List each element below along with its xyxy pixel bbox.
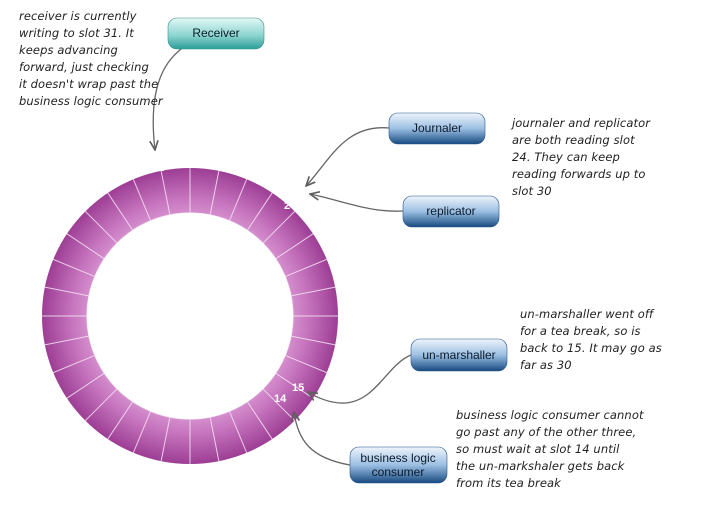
slot-divider: [66, 233, 105, 260]
slot-label-15: 15: [292, 382, 304, 394]
slot-divider: [44, 335, 90, 346]
unmarshaller-node: un-marshaller: [410, 338, 508, 372]
slot-label-31: 31: [152, 162, 164, 174]
receiver-label: Receiver: [192, 26, 239, 40]
unmarshaller-label: un-marshaller: [422, 348, 495, 362]
slot-divider: [284, 354, 327, 374]
journaler-replicator-note: journaler and replicator are both readin…: [512, 116, 651, 198]
replicator-arrow: [310, 194, 404, 212]
slot-label-14: 14: [274, 393, 287, 405]
slot-divider: [44, 286, 90, 297]
slot-divider: [160, 170, 171, 216]
replicator-node: replicator: [402, 195, 500, 228]
slot-divider: [262, 388, 296, 422]
slot-divider: [53, 354, 96, 374]
slot-divider: [262, 210, 296, 244]
replicator-label: replicator: [426, 204, 475, 218]
slot-divider: [132, 179, 152, 222]
slot-divider: [246, 401, 273, 440]
slot-divider: [228, 179, 248, 222]
slot-label-24: 24: [284, 200, 297, 212]
slot-divider: [84, 388, 118, 422]
slot-divider: [160, 416, 171, 462]
business-logic-consumer-node: business logic consumer: [349, 446, 448, 484]
business-label-line1: business logic: [360, 451, 435, 465]
unmarshaller-arrow: [308, 354, 412, 404]
ring-inner-edge: [86, 212, 294, 420]
slot-divider: [290, 286, 336, 297]
journaler-label: Journaler: [412, 121, 462, 135]
business-label-line2: consumer: [372, 465, 425, 479]
journaler-arrow: [306, 127, 390, 186]
ring-buffer: [42, 168, 338, 464]
slot-divider: [209, 170, 220, 216]
slot-divider: [84, 210, 118, 244]
journaler-node: Journaler: [388, 112, 486, 145]
slot-divider: [290, 335, 336, 346]
receiver-note: receiver is currently writing to slot 31…: [19, 9, 163, 108]
slot-divider: [246, 192, 273, 231]
slot-divider: [107, 401, 134, 440]
receiver-node: Receiver: [167, 17, 265, 50]
slot-divider: [209, 416, 220, 462]
slot-divider: [228, 410, 248, 453]
slot-dividers: [42, 168, 338, 464]
slot-divider: [275, 233, 314, 260]
unmarshaller-note: un-marshaller went off for a tea break, …: [520, 307, 662, 372]
slot-divider: [66, 372, 105, 399]
business-note: business logic consumer cannot go past a…: [456, 408, 644, 490]
slot-divider: [132, 410, 152, 453]
business-arrow: [294, 412, 351, 466]
slot-divider: [53, 258, 96, 278]
slot-divider: [284, 258, 327, 278]
slot-divider: [107, 192, 134, 231]
